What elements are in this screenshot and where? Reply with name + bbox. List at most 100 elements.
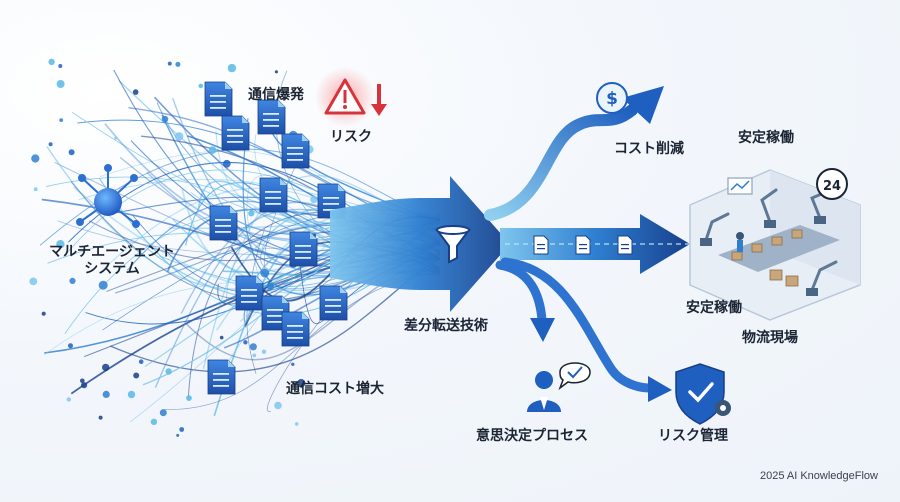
document-icon — [617, 235, 633, 255]
document-line — [265, 191, 281, 193]
down-arrow-icon — [371, 84, 387, 116]
document-icon — [289, 231, 318, 267]
agent-node — [227, 63, 237, 73]
main-flow-arrow — [330, 176, 510, 312]
label-decision-process: 意思決定プロセス — [476, 428, 588, 444]
document-line — [213, 385, 229, 387]
document-line — [287, 325, 303, 327]
document-icon — [281, 311, 310, 347]
agent-node — [133, 372, 140, 379]
agent-node — [56, 240, 65, 249]
document-line — [579, 244, 587, 246]
agent-node — [56, 80, 65, 88]
document-line — [215, 231, 231, 233]
document-line — [263, 113, 279, 115]
document-line — [295, 245, 311, 247]
agent-node — [274, 70, 278, 74]
agent-node — [31, 154, 40, 163]
document-line — [287, 331, 303, 333]
label-multi-agent: マルチエージェント システム — [30, 244, 194, 278]
clock-24-label: 24 — [823, 179, 841, 194]
document-icon — [207, 359, 236, 395]
label-comm-cost-increase: 通信コスト増大 — [286, 381, 384, 397]
document-line — [213, 373, 229, 375]
agent-node — [150, 418, 158, 425]
document-fold — [302, 312, 309, 319]
transfer-document-icons — [533, 235, 633, 255]
document-icon — [235, 275, 264, 311]
document-fold — [338, 184, 345, 191]
agent-node — [294, 422, 299, 426]
credit-text: 2025 AI KnowledgeFlow — [759, 470, 878, 482]
network-hub-icon — [76, 164, 140, 228]
agent-node — [80, 378, 85, 384]
document-line — [325, 299, 341, 301]
agent-node — [132, 89, 139, 95]
agent-node — [68, 343, 73, 349]
agent-node — [176, 433, 180, 437]
agent-node — [167, 61, 172, 66]
agent-node — [261, 349, 267, 354]
agent-node — [48, 58, 55, 66]
document-fold — [225, 82, 232, 89]
document-fold — [282, 296, 289, 303]
clock-24-icon: 24 — [816, 168, 848, 200]
label-diff-transfer: 差分転送技術 — [404, 318, 488, 334]
agent-node — [174, 132, 184, 141]
dollar-coin-icon: $ — [596, 82, 628, 114]
label-multi-agent-line2: システム — [84, 260, 140, 277]
document-fold — [230, 206, 237, 213]
agent-node — [81, 382, 88, 389]
document-icons — [204, 81, 348, 395]
document-icon — [281, 133, 310, 169]
document-line — [579, 248, 587, 250]
document-line — [287, 337, 303, 339]
agent-node — [243, 340, 248, 345]
document-fold — [278, 100, 285, 107]
agent-node — [248, 210, 255, 217]
document-line — [323, 203, 339, 205]
document-fold — [228, 360, 235, 367]
document-line — [537, 248, 545, 250]
agent-node — [127, 390, 136, 399]
agent-node — [68, 149, 75, 156]
document-line — [227, 129, 243, 131]
document-line — [621, 248, 629, 250]
shield-gear-icon — [675, 363, 731, 425]
agent-node — [59, 118, 64, 122]
warning-triangle-icon — [315, 67, 375, 127]
agent-node — [260, 268, 270, 278]
document-fold — [256, 276, 263, 283]
risk-branch-arrow — [500, 257, 672, 402]
document-line — [263, 119, 279, 121]
agent-node — [297, 379, 306, 388]
document-line — [210, 101, 226, 103]
agent-node — [222, 159, 231, 168]
agent-node — [69, 277, 76, 284]
label-stable-operation: 安定稼働 — [686, 300, 742, 316]
document-icon — [575, 235, 591, 255]
document-line — [210, 107, 226, 109]
document-icon — [209, 205, 238, 241]
document-line — [227, 141, 243, 143]
label-logistics-site: 物流現場 — [742, 330, 798, 346]
agent-node — [138, 359, 144, 365]
document-fold — [242, 116, 249, 123]
document-line — [325, 305, 341, 307]
document-line — [263, 125, 279, 127]
document-fold — [280, 178, 287, 185]
agent-node — [198, 83, 204, 89]
label-cost-reduction: コスト削減 — [614, 141, 684, 157]
document-line — [241, 289, 257, 291]
agent-node — [219, 335, 224, 340]
document-line — [215, 219, 231, 221]
document-line — [241, 295, 257, 297]
document-line — [295, 251, 311, 253]
label-risk: リスク — [330, 129, 372, 145]
document-line — [213, 379, 229, 381]
document-line — [287, 147, 303, 149]
agent-node — [41, 311, 46, 316]
document-icon — [221, 115, 250, 151]
agent-node — [186, 395, 192, 401]
